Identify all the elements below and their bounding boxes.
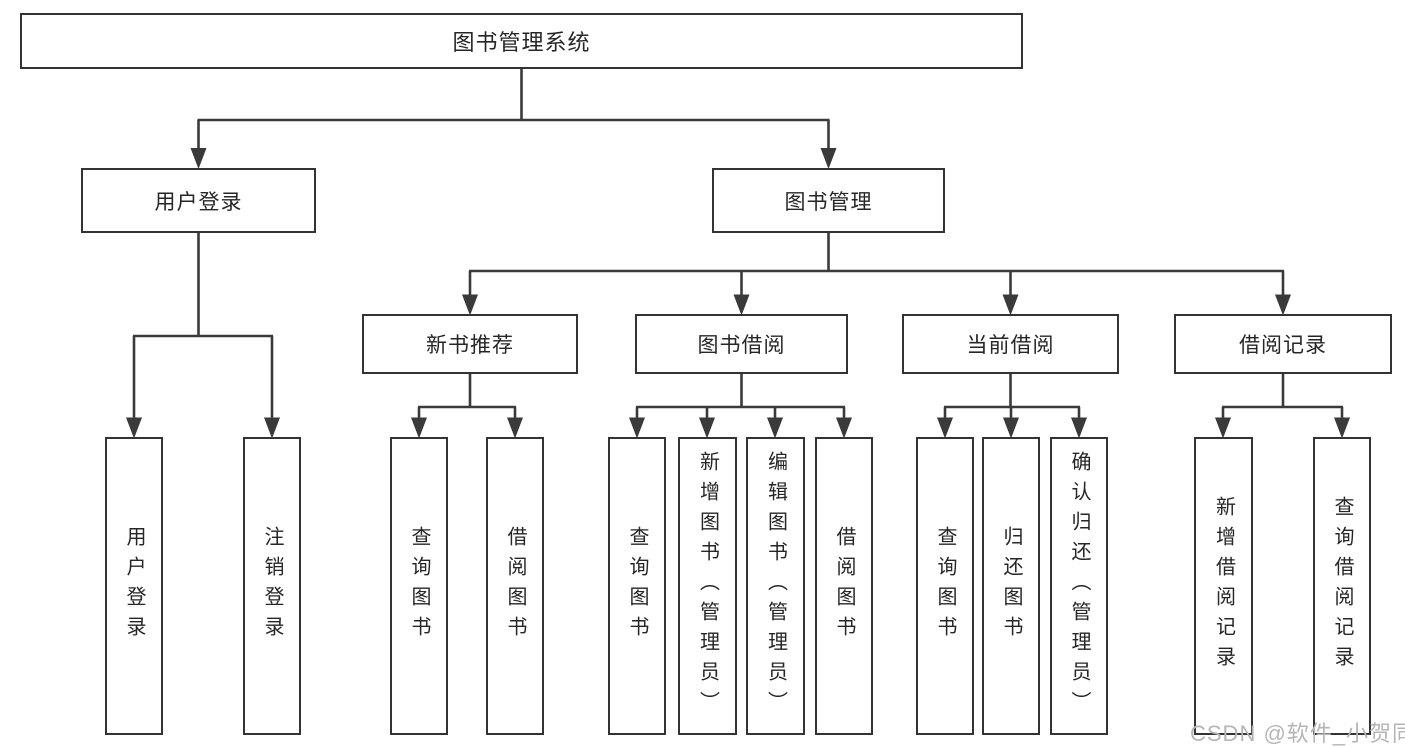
- leaf-borrow-edit-book: 编辑图书（管理员）: [746, 437, 805, 735]
- leaf-current-return-book: 归还图书: [982, 437, 1040, 735]
- node-label: 图书借阅: [697, 334, 786, 357]
- leaf-record-query: 查询借阅记录: [1313, 437, 1371, 735]
- node-label: 查询图书: [626, 526, 648, 646]
- node-label: 借阅图书: [504, 526, 526, 646]
- node-label: 新增图书（管理员）: [696, 451, 719, 721]
- node-book-mgmt: 图书管理: [712, 168, 945, 233]
- node-new-book-rec: 新书推荐: [362, 314, 578, 374]
- leaf-current-confirm-return: 确认归还（管理员）: [1050, 437, 1108, 735]
- node-label: 借阅图书: [833, 526, 855, 646]
- node-current-borrow: 当前借阅: [902, 314, 1119, 374]
- leaf-current-query-book: 查询图书: [916, 437, 974, 735]
- node-label: 新书推荐: [426, 334, 514, 357]
- node-book-borrow: 图书借阅: [635, 314, 848, 374]
- node-label: 编辑图书（管理员）: [764, 451, 787, 721]
- leaf-logout: 注销登录: [243, 437, 301, 735]
- node-borrow-record: 借阅记录: [1174, 314, 1392, 374]
- node-user-login: 用户登录: [81, 168, 316, 233]
- node-root-system: 图书管理系统: [20, 13, 1023, 69]
- node-label: 用户登录: [154, 190, 243, 214]
- leaf-rec-query-book: 查询图书: [390, 437, 448, 735]
- node-label: 新增借阅记录: [1212, 496, 1235, 676]
- leaf-user-login: 用户登录: [105, 437, 163, 735]
- leaf-borrow-add-book: 新增图书（管理员）: [678, 437, 737, 735]
- node-label: 查询图书: [408, 526, 430, 646]
- leaf-rec-borrow-book: 借阅图书: [486, 437, 544, 735]
- node-label: 当前借阅: [966, 334, 1055, 357]
- node-label: 注销登录: [261, 526, 283, 646]
- leaf-borrow-borrow-book: 借阅图书: [815, 437, 873, 735]
- node-label: 查询借阅记录: [1331, 496, 1353, 676]
- node-label: 归还图书: [1000, 526, 1022, 646]
- node-label: 确认归还（管理员）: [1068, 451, 1090, 721]
- node-label: 图书管理: [784, 190, 873, 214]
- node-label: 查询图书: [934, 526, 956, 646]
- node-label: 用户登录: [123, 526, 145, 646]
- node-label: 借阅记录: [1239, 334, 1327, 357]
- leaf-record-add: 新增借阅记录: [1194, 437, 1253, 735]
- node-label: 图书管理系统: [452, 30, 591, 55]
- leaf-borrow-query-book: 查询图书: [608, 437, 666, 735]
- watermark: CSDN @软件_小贺同学: [1190, 721, 1405, 746]
